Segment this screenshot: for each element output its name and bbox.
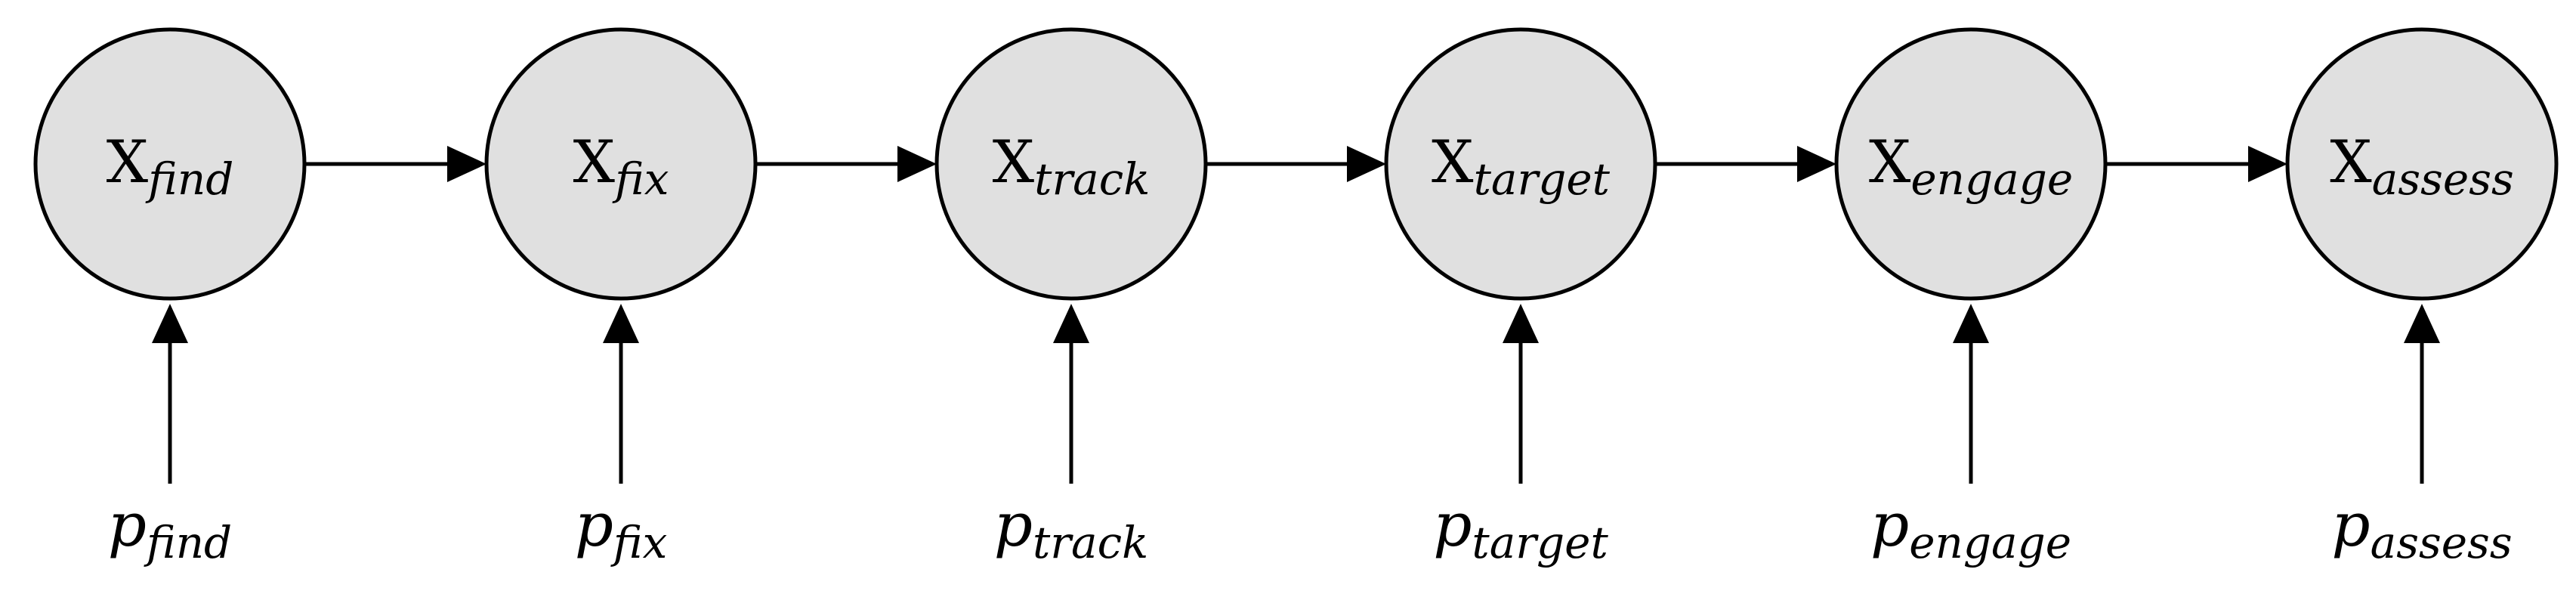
node-find: Xfind [33, 27, 307, 301]
param-symbol: p [575, 490, 613, 560]
param-find: pfind [108, 304, 232, 568]
node-label: Xassess [2330, 128, 2514, 205]
param-subscript: fix [610, 517, 667, 568]
node-symbol: X [573, 128, 616, 196]
node-subscript: track [1034, 153, 1150, 205]
node-target: Xtarget [1384, 27, 1657, 301]
param-symbol: p [1870, 490, 1909, 560]
arrow-head-icon [2248, 146, 2287, 182]
node-assess: Xassess [2285, 27, 2559, 301]
node-symbol: X [993, 128, 1035, 196]
node-track: Xtrack [934, 27, 1208, 301]
node-circle [484, 27, 758, 301]
param-subscript: assess [2371, 517, 2513, 568]
param-label: pengage [1870, 490, 2071, 568]
edges-layer [304, 146, 2287, 182]
node-subscript: fix [612, 153, 669, 205]
node-label: Xtarget [1432, 128, 1611, 205]
param-label: ptrack [994, 490, 1148, 568]
node-label: Xengage [1869, 128, 2073, 205]
node-subscript: find [145, 153, 233, 205]
node-circle [934, 27, 1208, 301]
param-target: ptarget [1433, 304, 1608, 568]
arrow-head-icon [447, 146, 486, 182]
param-subscript: track [1033, 517, 1148, 568]
param-symbol: p [2331, 490, 2370, 560]
node-label: Xfix [573, 128, 669, 205]
param-label: pfind [108, 490, 232, 568]
param-fix: pfix [575, 304, 668, 568]
param-subscript: engage [1909, 517, 2071, 568]
arrow-head-icon [1347, 146, 1386, 182]
param-label: ptarget [1433, 490, 1608, 568]
edge-fix-to-track [755, 146, 937, 182]
node-circle [1834, 27, 2108, 301]
node-subscript: assess [2372, 153, 2514, 205]
node-label: Xtrack [993, 128, 1151, 205]
param-track: ptrack [994, 304, 1148, 568]
edge-track-to-target [1206, 146, 1386, 182]
param-subscript: target [1472, 517, 1608, 568]
node-circle [1384, 27, 1657, 301]
node-subscript: engage [1910, 153, 2073, 205]
node-symbol: X [1869, 128, 1911, 196]
param-subscript: find [144, 517, 232, 568]
node-subscript: target [1474, 153, 1611, 205]
edge-target-to-engage [1655, 146, 1836, 182]
arrow-head-icon [1797, 146, 1836, 182]
param-assess: passess [2331, 304, 2513, 568]
arrow-head-icon [1503, 304, 1539, 343]
node-symbol: X [2330, 128, 2372, 196]
edge-find-to-fix [304, 146, 486, 182]
arrow-head-icon [1953, 304, 1989, 343]
arrow-head-icon [1053, 304, 1089, 343]
edge-engage-to-assess [2105, 146, 2287, 182]
arrow-head-icon [897, 146, 937, 182]
arrow-head-icon [603, 304, 639, 343]
node-circle [2285, 27, 2559, 301]
arrow-head-icon [152, 304, 188, 343]
param-symbol: p [1433, 490, 1472, 560]
param-label: passess [2331, 490, 2512, 568]
param-symbol: p [108, 490, 147, 560]
node-fix: Xfix [484, 27, 758, 301]
node-label: Xfind [107, 128, 234, 205]
param-symbol: p [994, 490, 1033, 560]
node-symbol: X [1432, 128, 1474, 196]
node-symbol: X [107, 128, 149, 196]
param-label: pfix [575, 490, 668, 568]
node-circle [33, 27, 307, 301]
param-engage: pengage [1870, 304, 2071, 568]
arrow-head-icon [2404, 304, 2440, 343]
node-engage: Xengage [1834, 27, 2108, 301]
